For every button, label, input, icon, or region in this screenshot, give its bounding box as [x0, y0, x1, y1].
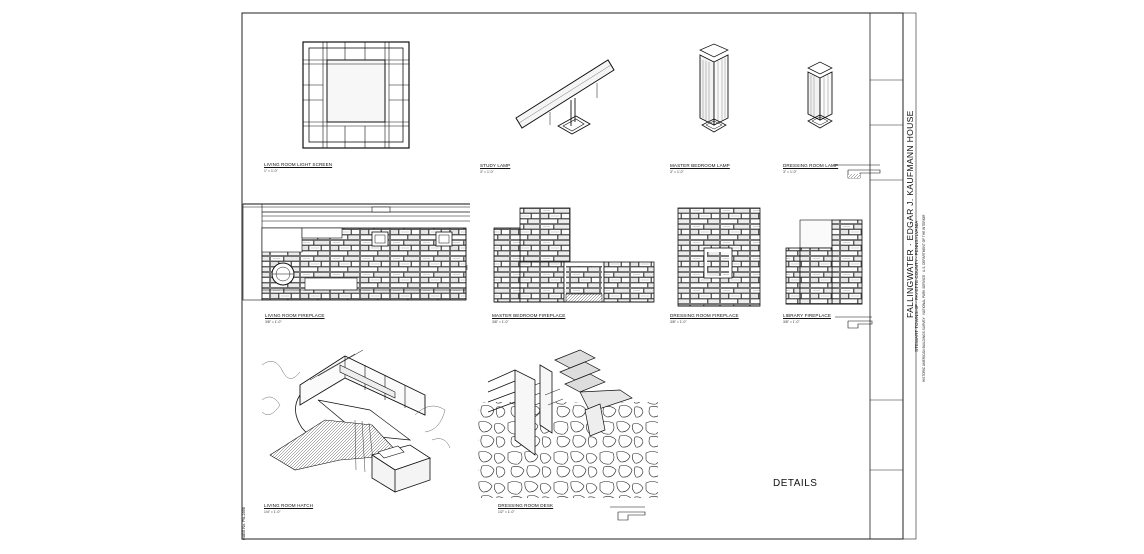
master-bedroom-fireplace-title: MASTER BEDROOM FIREPLACE [492, 313, 566, 318]
living-room-light-screen-drawing [302, 41, 410, 149]
dressing-room-lamp-title: DRESSING ROOM LAMP [783, 163, 839, 168]
dressing-room-desk-title: DRESSING ROOM DESK [498, 503, 554, 508]
study-lamp-scale: 3" = 1'-0" [480, 170, 494, 174]
library-fireplace-title: LIBRARY FIREPLACE [783, 313, 831, 318]
living-room-light-screen-scale: 1" = 1'-0" [264, 169, 278, 173]
living-room-light-screen-title: LIVING ROOM LIGHT SCREEN [264, 162, 333, 167]
dressing-room-desk-drawing [478, 349, 658, 498]
dressing-room-desk-scale: 1/2" = 1'-0" [498, 510, 515, 514]
lamp-section-profile [833, 164, 881, 179]
dressing-room-lamp-drawing [807, 61, 833, 129]
dressing-room-fireplace-drawing [677, 207, 761, 307]
master-bedroom-fireplace-drawing [493, 207, 655, 303]
dressing-room-lamp-scale: 3" = 1'-0" [783, 170, 797, 174]
living-room-hatch-title: LIVING ROOM HATCH [264, 503, 314, 508]
sheet-label-details: DETAILS [773, 478, 818, 489]
master-bedroom-lamp-drawing [699, 43, 729, 133]
living-room-fireplace-title: LIVING ROOM FIREPLACE [265, 313, 325, 318]
side-note: HABS No. PA-1696 [242, 507, 246, 540]
living-room-hatch-scale: 1/4" = 1'-0" [264, 510, 281, 514]
dressing-room-fireplace-scale: 3/8" = 1'-0" [670, 320, 687, 324]
dressing-room-fireplace-title: DRESSING ROOM FIREPLACE [670, 313, 739, 318]
title-block-credits: HISTORIC AMERICAN BUILDINGS SURVEY · NAT… [922, 214, 926, 382]
living-room-hatch-drawing [261, 349, 451, 493]
title-block-location: STEWART TOWNSHIP · FAYETTE COUNTY · PENN… [914, 220, 919, 352]
desk-section-profile [610, 506, 646, 521]
library-fireplace-scale: 3/8" = 1'-0" [783, 320, 800, 324]
living-room-fireplace-drawing [242, 203, 470, 301]
master-bedroom-fireplace-scale: 3/8" = 1'-0" [492, 320, 509, 324]
fireplace-section-profile [835, 316, 873, 329]
library-fireplace-drawing [785, 219, 863, 305]
living-room-fireplace-scale: 3/8" = 1'-0" [265, 320, 282, 324]
master-bedroom-lamp-title: MASTER BEDROOM LAMP [670, 163, 730, 168]
study-lamp-drawing [515, 59, 615, 135]
study-lamp-title: STUDY LAMP [480, 163, 511, 168]
master-bedroom-lamp-scale: 3" = 1'-0" [670, 170, 684, 174]
